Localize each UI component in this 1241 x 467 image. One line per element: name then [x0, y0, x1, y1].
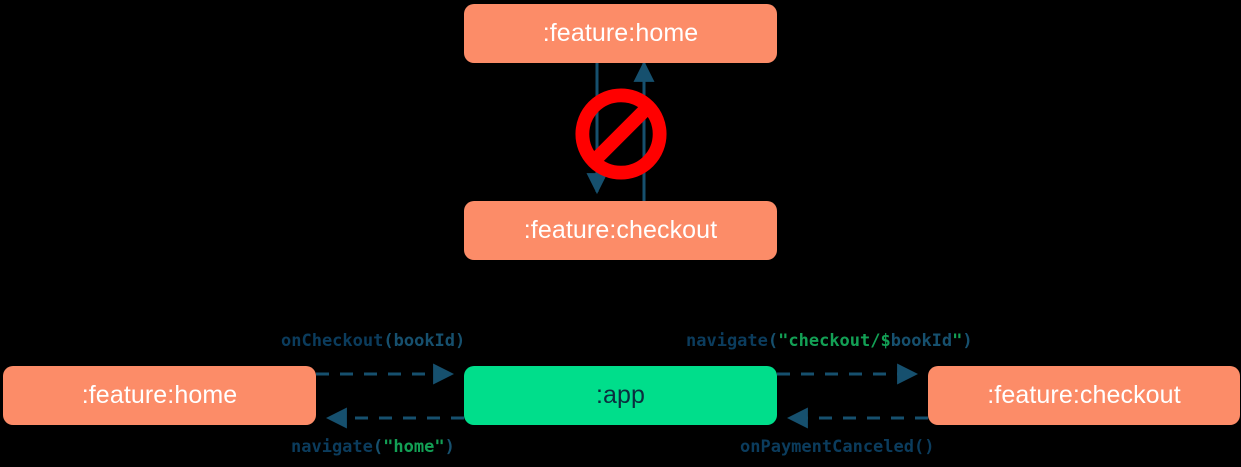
edge-label-navigate-checkout: navigate("checkout/$bookId") — [686, 331, 973, 351]
node-feature-checkout-top[interactable]: :feature:checkout — [464, 201, 777, 260]
edge-label-on-checkout: onCheckout(bookId) — [281, 331, 466, 351]
node-app[interactable]: :app — [464, 366, 777, 425]
node-label: :app — [595, 381, 646, 409]
edge-label-on-payment-canceled: onPaymentCanceled() — [740, 437, 935, 457]
node-label: :feature:home — [81, 381, 238, 409]
node-label: :feature:home — [542, 19, 699, 47]
edge-label-navigate-home: navigate("home") — [291, 437, 455, 457]
node-feature-home-top[interactable]: :feature:home — [464, 4, 777, 63]
forbidden-icon — [575, 88, 667, 180]
node-feature-home-bottom[interactable]: :feature:home — [3, 366, 316, 425]
node-feature-checkout-bottom[interactable]: :feature:checkout — [928, 366, 1240, 425]
node-label: :feature:checkout — [523, 216, 718, 244]
node-label: :feature:checkout — [987, 381, 1181, 409]
